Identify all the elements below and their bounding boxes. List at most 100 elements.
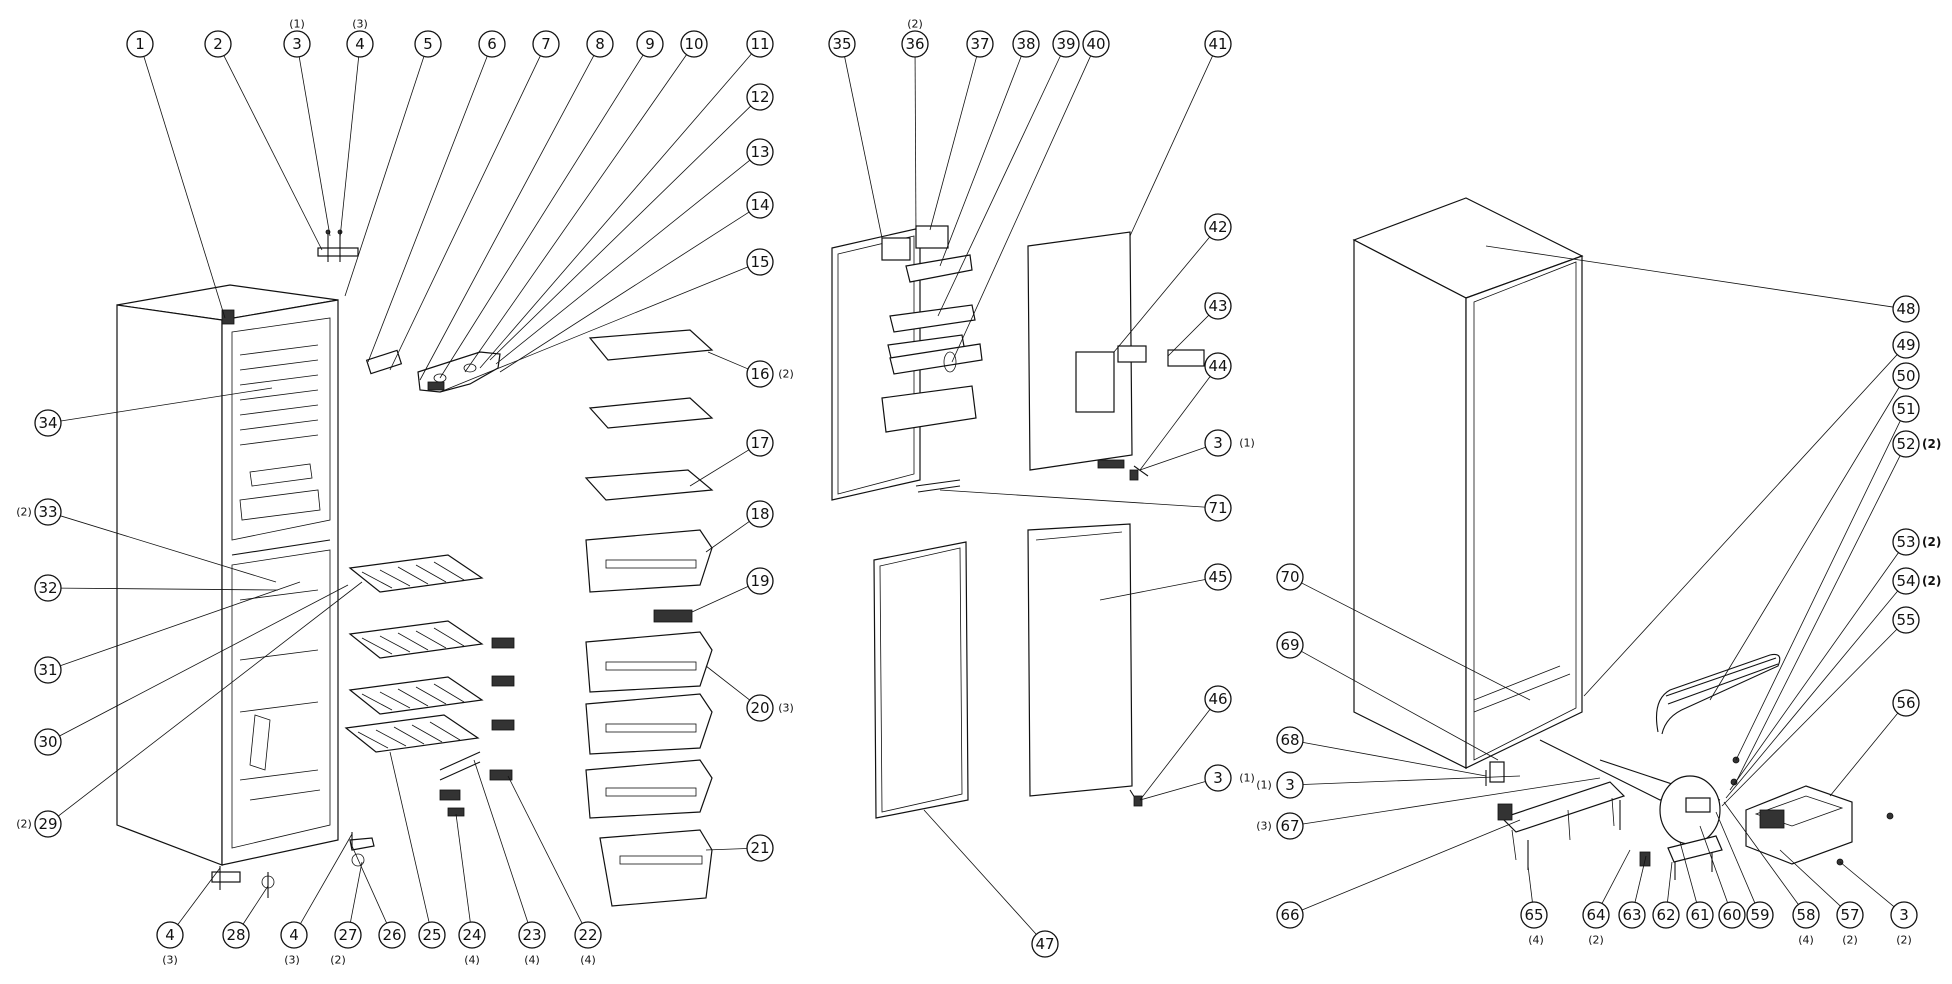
callout-circle: [204, 30, 232, 58]
callout-quantity: (2): [330, 954, 346, 967]
leader-line-4: [339, 56, 360, 239]
callout-number: 32: [38, 579, 57, 597]
callout-number: 3: [1285, 776, 1295, 794]
callout-7: 7: [532, 30, 560, 58]
callout-circle: [34, 409, 62, 437]
callout-circle: [901, 30, 929, 58]
callout-64: 64(2): [1582, 901, 1610, 947]
callout-circle: [1520, 901, 1548, 929]
callout-number: 63: [1622, 906, 1641, 924]
leader-line-7: [389, 55, 541, 371]
callout-41: 41: [1204, 30, 1232, 58]
leader-line-46: [1139, 709, 1211, 801]
callout-circle: [746, 30, 774, 58]
callout-number: 48: [1896, 300, 1915, 318]
callout-48: 48: [1892, 295, 1920, 323]
callout-circle: [1890, 901, 1918, 929]
callout-number: 6: [487, 35, 497, 53]
callout-number: 18: [750, 505, 769, 523]
callout-quantity: (1): [289, 18, 305, 31]
callout-number: 3: [1899, 906, 1909, 924]
callout-circle: [334, 921, 362, 949]
fridge-door-gasket: [873, 541, 969, 819]
callout-number: 20: [750, 699, 769, 717]
callout-number: 37: [970, 35, 989, 53]
callout-number: 51: [1896, 400, 1915, 418]
cabinet-assembly: [116, 284, 339, 866]
callout-number: 27: [338, 926, 357, 944]
callout-number: 64: [1586, 906, 1605, 924]
callout-62: 62: [1652, 901, 1680, 929]
callout-30: 30: [34, 728, 62, 756]
callout-26: 26: [378, 921, 406, 949]
callout-circle: [34, 728, 62, 756]
callout-quantity: (2): [907, 18, 923, 31]
leader-line-6: [367, 55, 488, 363]
callout-number: 12: [750, 88, 769, 106]
callout-circle: [1204, 352, 1232, 380]
callout-51: 51: [1892, 395, 1920, 423]
callout-number: 60: [1722, 906, 1741, 924]
callout-quantity: (4): [1798, 934, 1814, 947]
leader-line-4: [177, 867, 221, 925]
callout-number: 53: [1896, 533, 1915, 551]
door-liner-gasket: [831, 227, 921, 501]
compressor-assembly: [1497, 775, 1723, 880]
callout-circle: [1746, 901, 1774, 929]
callout-number: 3: [292, 35, 302, 53]
callout-circle: [746, 138, 774, 166]
callout-circle: [1892, 362, 1920, 390]
leader-line-14: [499, 211, 750, 373]
callout-33: 33(2): [16, 498, 62, 526]
leader-line-66: [1301, 819, 1521, 911]
callout-circle: [1204, 292, 1232, 320]
callout-70: 70: [1276, 563, 1304, 591]
callout-number: 31: [38, 661, 57, 679]
leader-lines: [58, 53, 1901, 935]
callout-19: 19: [746, 567, 774, 595]
callout-number: 66: [1280, 906, 1299, 924]
leader-line-35: [844, 56, 883, 239]
callout-number: 56: [1896, 694, 1915, 712]
callout-circle: [1204, 563, 1232, 591]
callout-circle: [34, 810, 62, 838]
callout-number: 68: [1280, 731, 1299, 749]
callout-circle: [746, 360, 774, 388]
callout-number: 39: [1056, 35, 1075, 53]
callout-quantity: (4): [1528, 934, 1544, 947]
callout-quantity: (4): [524, 954, 540, 967]
leader-line-50: [1709, 386, 1900, 701]
callout-number: 47: [1035, 935, 1054, 953]
callout-38: 38: [1012, 30, 1040, 58]
callout-number: 50: [1896, 367, 1915, 385]
callout-circle: [1792, 901, 1820, 929]
callout-36: 36(2): [901, 18, 929, 58]
callout-circle: [1012, 30, 1040, 58]
callout-circle: [1892, 689, 1920, 717]
callout-71: 71: [1204, 494, 1232, 522]
door-balconies: [881, 225, 983, 433]
callout-37: 37: [966, 30, 994, 58]
leader-line-29: [58, 581, 363, 817]
leader-line-3: [1839, 861, 1895, 908]
leader-line-16: [707, 351, 749, 370]
callout-60: 60: [1718, 901, 1746, 929]
callout-29: 29(2): [16, 810, 62, 838]
callout-55: 55: [1892, 606, 1920, 634]
callout-circle: [1204, 429, 1232, 457]
callout-quantity: (2): [16, 506, 32, 519]
callout-5: 5: [414, 30, 442, 58]
callout-69: 69: [1276, 631, 1304, 659]
callout-number: 14: [750, 196, 769, 214]
callout-3: 3(1): [283, 18, 311, 58]
callout-circle: [746, 500, 774, 528]
callout-circle: [222, 921, 250, 949]
callout-number: 40: [1086, 35, 1105, 53]
callout-circle: [1031, 930, 1059, 958]
callout-circle: [34, 656, 62, 684]
callout-number: 55: [1896, 611, 1915, 629]
callout-circle: [1276, 563, 1304, 591]
callout-circle: [518, 921, 546, 949]
leader-line-4: [300, 833, 353, 924]
